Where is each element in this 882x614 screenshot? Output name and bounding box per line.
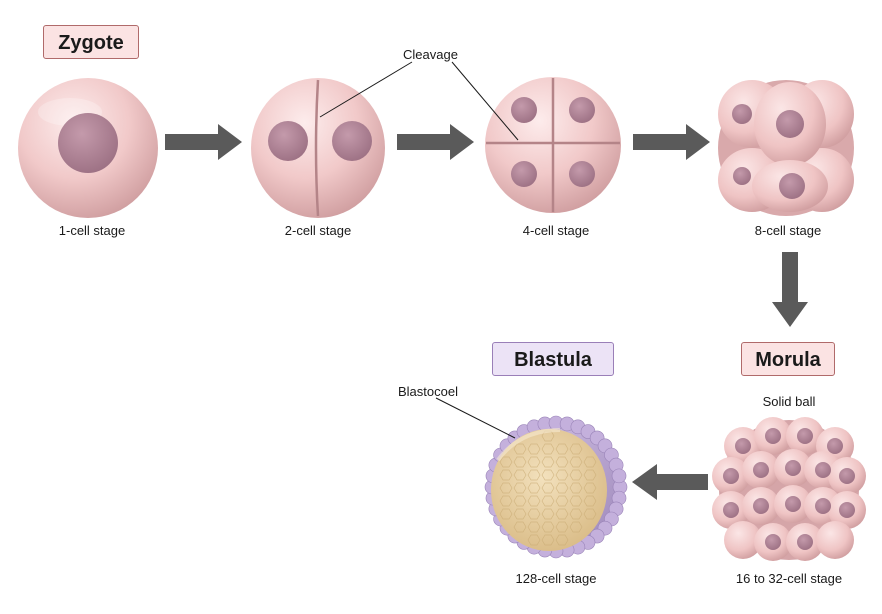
zygote-cell [18, 78, 158, 218]
blastocoel-leader-line [435, 397, 516, 439]
stage-label-8-cell: 8-cell stage [754, 223, 822, 238]
arrow-8-to-morula [772, 252, 808, 327]
eight-cell-embryo [718, 80, 854, 216]
arrow-2-to-4 [397, 124, 474, 160]
morula-title: Morula [741, 342, 835, 376]
blastula-title: Blastula [492, 342, 614, 376]
arrow-4-to-8 [633, 124, 710, 160]
blastocoel-annotation: Blastocoel [398, 384, 458, 399]
morula-embryo [712, 417, 866, 561]
stage-label-1-cell: 1-cell stage [58, 223, 126, 238]
arrow-1-to-2 [165, 124, 242, 160]
four-cell-embryo [485, 77, 621, 213]
arrow-morula-to-blastula [632, 464, 708, 500]
stage-label-16-to-32-cell: 16 to 32-cell stage [735, 571, 843, 586]
zygote-title: Zygote [43, 25, 139, 59]
cleavage-annotation: Cleavage [403, 47, 458, 62]
solid-ball-annotation: Solid ball [762, 394, 816, 409]
cleavage-leader-line-2cell [319, 61, 413, 118]
stage-label-128-cell: 128-cell stage [515, 571, 597, 586]
two-cell-embryo [251, 78, 385, 218]
blastula-embryo [484, 415, 628, 559]
stage-label-4-cell: 4-cell stage [522, 223, 590, 238]
stage-label-2-cell: 2-cell stage [284, 223, 352, 238]
cleavage-leader-line-4cell [451, 61, 519, 141]
